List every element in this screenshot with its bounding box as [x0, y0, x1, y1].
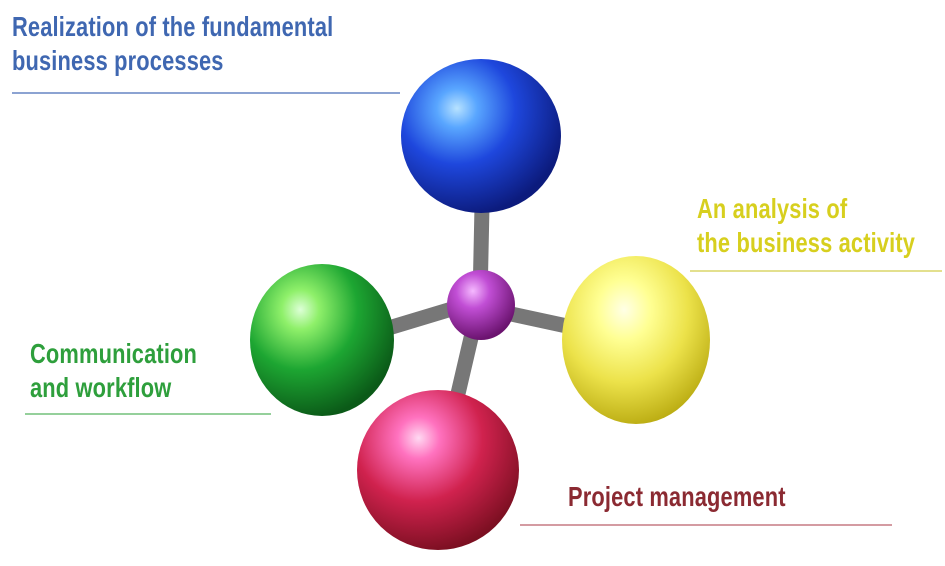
label-project-management: Project management — [568, 480, 786, 514]
rule-project-management — [520, 524, 892, 526]
label-communication-line-2: and workflow — [30, 372, 172, 403]
label-communication-line-1: Communication — [30, 338, 198, 369]
rule-analysis — [690, 270, 942, 272]
label-realization-line-2: business processes — [12, 45, 224, 76]
label-communication: Communication and workflow — [30, 337, 197, 405]
label-realization-line-1: Realization of the fundamental — [12, 11, 334, 42]
sphere-green — [250, 264, 394, 416]
label-analysis-line-2: the business activity — [697, 227, 916, 258]
rule-realization — [12, 92, 400, 94]
label-analysis: An analysis of the business activity — [697, 192, 915, 260]
sphere-hub — [447, 270, 515, 340]
label-analysis-line-1: An analysis of — [697, 193, 848, 224]
sphere-red — [357, 390, 519, 550]
label-realization: Realization of the fundamental business … — [12, 10, 333, 78]
rule-communication — [25, 413, 271, 415]
sphere-blue — [401, 59, 561, 213]
label-project-management-line-1: Project management — [568, 481, 786, 512]
sphere-yellow — [562, 256, 710, 424]
